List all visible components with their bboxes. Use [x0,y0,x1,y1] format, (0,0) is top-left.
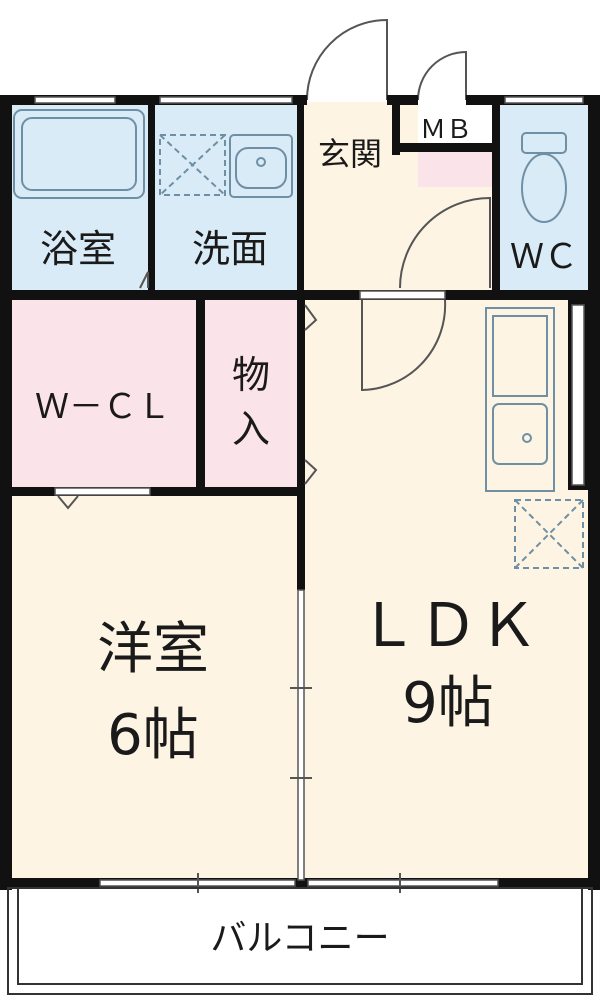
fridge-space-diagonal-1 [514,499,584,569]
wall-closet-storage [196,300,205,490]
toilet-bowl-icon [521,153,567,223]
toilet-label: ＷＣ [510,237,578,277]
wall-hall-toilet [492,105,500,290]
wall-top-left [0,95,307,105]
storage-label-line-1: 物 [232,353,270,397]
storage-door-notch-2 [304,459,318,485]
interior-doors [57,196,491,893]
bathtub-icon [13,109,145,199]
bathtub-inner [21,117,137,191]
sink-icon [229,134,293,198]
ldk-label-line-2: 9帖 [402,671,494,736]
ldk-label-line-1: ＬＤＫ [358,591,538,661]
wall-wash-entrance [297,105,304,290]
exterior-doors [306,18,467,101]
ldk-door-swing [361,299,447,392]
kitchen-window [571,304,585,486]
washer-space-icon [159,134,226,196]
western-room-label-line-1: 洋室 [97,617,209,682]
wall-bath-wash [148,105,155,290]
wall-mb-left [392,105,400,155]
balcony [7,887,593,995]
washer-space-diagonal-2 [159,134,226,196]
balcony-label: バルコニー [210,918,389,959]
closet-door-notch [57,495,79,510]
room-labels: 浴室 洗面 玄関 ＭＢ ＷＣ Ｗ－ＣＬ 物 入 洋室 6帖 ＬＤＫ 9帖 バルコ… [35,115,578,959]
walk-in-closet-label: Ｗ－ＣＬ [35,387,171,427]
wall-top-mb [387,95,418,105]
sliding-door-opening [297,589,305,881]
storage-area [205,300,297,490]
bathroom-label: 浴室 [40,227,116,271]
wall-openings [34,96,585,887]
wall-mb-bottom [392,143,498,152]
fridge-space-icon [514,499,584,569]
wall-western-ldk-top [297,495,305,590]
entrance-label: 玄関 [318,135,382,173]
wall-bottom [0,878,600,888]
meter-box-door-swing [417,50,467,101]
bath-door-notch [139,271,149,289]
balcony-window-right [307,879,499,887]
sink-basin [235,147,287,189]
bath-window [34,96,116,104]
western-room-area [10,495,297,880]
hall-door-swing [399,196,491,289]
toilet-window [504,96,584,104]
sink-drain [256,157,266,167]
stove-icon [492,315,548,397]
front-door-swing [306,18,388,101]
kitchen-sink-icon [492,403,548,465]
kitchen-sink-drain [522,433,532,443]
closet-door-opening [54,487,151,496]
ldk-door-opening [359,290,446,300]
wash-window [159,96,293,104]
western-room-label-line-2: 6帖 [107,703,199,768]
meter-box-label: ＭＢ [420,115,472,145]
balcony-inner [17,887,583,985]
wall-storage-ldk [297,300,305,495]
wall-right [588,95,600,890]
walk-in-closet-area [10,300,200,490]
fridge-space-diagonal-2 [514,499,584,569]
wall-closet-bottom [0,487,305,496]
storage-door-notch-1 [304,304,318,331]
wall-mid-horizontal [0,290,600,300]
washroom-label: 洗面 [192,227,268,271]
storage-label-line-2: 入 [232,407,270,451]
kitchen-counter-icon [485,307,555,492]
fixtures [13,109,584,569]
